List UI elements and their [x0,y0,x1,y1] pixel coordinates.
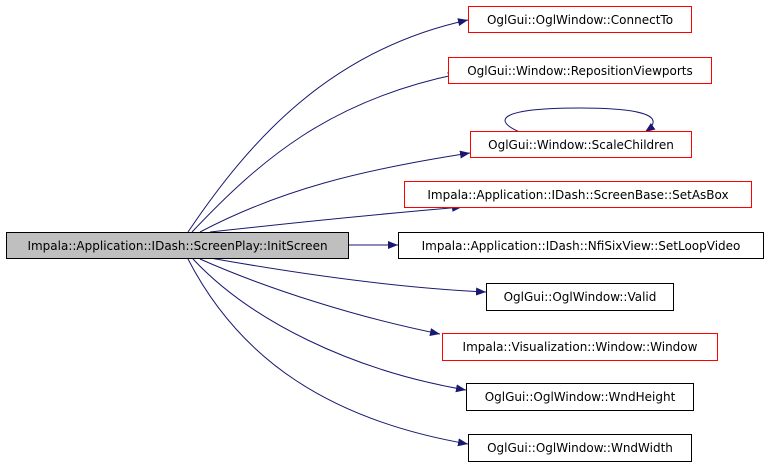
root-node-label: Impala::Application::IDash::ScreenPlay::… [27,238,328,253]
callee-node-connectto[interactable]: OglGui::OglWindow::ConnectTo [468,6,692,33]
callee-node-label: OglGui::OglWindow::WndWidth [487,441,673,455]
callee-node-wndheight[interactable]: OglGui::OglWindow::WndHeight [466,383,694,411]
root-node[interactable]: Impala::Application::IDash::ScreenPlay::… [6,232,349,259]
callee-node-setloopvideo[interactable]: Impala::Application::IDash::NfiSixView::… [398,232,764,259]
edge-to-connectto [187,18,469,233]
callee-node-setasbox[interactable]: Impala::Application::IDash::ScreenBase::… [404,181,752,208]
callee-node-repositionviewports[interactable]: OglGui::Window::RepositionViewports [448,57,712,84]
callee-node-label: OglGui::OglWindow::Valid [503,290,657,304]
edge-to-valid [209,257,487,296]
callee-node-label: OglGui::Window::RepositionViewports [467,63,693,78]
edge-to-setasbox [209,203,463,233]
callee-node-label: Impala::Application::IDash::NfiSixView::… [421,238,741,253]
edge-to-wndwidth [187,258,469,447]
edge-to-repositionviewports [191,72,459,233]
edge-to-wndheight [192,258,467,393]
callee-node-wndwidth[interactable]: OglGui::OglWindow::WndWidth [468,434,692,462]
callee-node-label: OglGui::Window::ScaleChildren [488,137,674,152]
callee-node-label: Impala::Visualization::Window::Window [462,340,698,354]
callee-node-window[interactable]: Impala::Visualization::Window::Window [442,333,718,361]
callee-node-label: Impala::Application::IDash::ScreenBase::… [427,187,729,202]
edge-to-window [199,258,441,336]
callee-node-label: OglGui::OglWindow::WndHeight [484,390,676,404]
callee-node-valid[interactable]: OglGui::OglWindow::Valid [486,283,674,311]
self-loop-scalechildren [504,107,656,134]
callee-node-scalechildren[interactable]: OglGui::Window::ScaleChildren [470,131,692,158]
edge-to-scalechildren [199,150,471,233]
callee-node-label: OglGui::OglWindow::ConnectTo [486,12,674,27]
